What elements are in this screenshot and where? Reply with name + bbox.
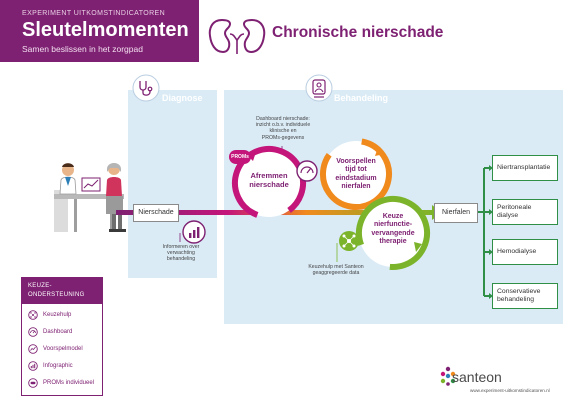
moment-voorspellen-label: Voorspellen tijd tot eindstadium nierfal… [335, 158, 377, 191]
treatment-icon [305, 74, 333, 102]
doctor-patient-illustration [54, 163, 126, 232]
santeon-brand-name: santeon [452, 369, 502, 385]
keuzehulp-icon [339, 231, 359, 251]
voorspelmodel-icon [28, 344, 38, 354]
infographic-icon [28, 361, 38, 371]
moment-keuze-ring [356, 196, 430, 270]
diagram-title: Chronische nierschade [272, 24, 444, 41]
stethoscope-icon [132, 74, 160, 102]
outcome-niertransplantatie: Niertransplantatie [492, 155, 558, 181]
santeon-url: www.experiment-uitkomstindicatoren.nl [470, 388, 550, 393]
legend-item-dashboard: Dashboard [28, 326, 72, 338]
diagnose-panel [128, 90, 217, 278]
moment-keuze-label: Keuze nierfunctie- vervangende therapie [371, 213, 415, 246]
legend-keuzeondersteuning: KEUZE- ONDERSTEUNING Keuzehulp Dashboard… [21, 277, 103, 396]
program-name: EXPERIMENT UITKOMSTINDICATOREN [22, 10, 166, 17]
node-nierfalen: Nierfalen [434, 203, 478, 223]
moment-voorspellen-ring [320, 138, 392, 210]
header-subtitle: Samen beslissen in het zorgpad [22, 44, 143, 54]
note-keuzehulp: Keuzehulp met Santeon geaggregeerde data [308, 264, 364, 277]
moment-afremmen-label: Afremmen nierschade [249, 171, 289, 189]
legend-item-keuzehulp: Keuzehulp [28, 309, 71, 321]
proms-icon [28, 378, 38, 388]
node-nierschade: Nierschade [133, 204, 179, 222]
dashboard-icon [296, 160, 318, 182]
infographic-icon [182, 220, 206, 244]
moment-afremmen-ring [232, 146, 306, 220]
keuzehulp-icon [28, 310, 38, 320]
outcome-hemodialyse: Hemodialyse [492, 239, 558, 265]
legend-item-proms: PROMs individueel [28, 377, 94, 389]
proms-badge: PROMs [229, 150, 251, 164]
legend-item-infographic: Infographic [28, 360, 73, 372]
note-dashboard: Dashboard nierschade: inzicht o.b.v. ind… [255, 116, 311, 141]
note-informeren: Informeren over verwachting behandeling [162, 244, 200, 263]
dashboard-icon [28, 327, 38, 337]
phase-label-diagnose: Diagnose [162, 93, 203, 103]
phase-label-behandeling: Behandeling [334, 93, 389, 103]
kidney-icon [208, 18, 266, 54]
legend-item-voorspelmodel: Voorspelmodel [28, 343, 83, 355]
legend-title: KEUZE- ONDERSTEUNING [22, 278, 102, 304]
header-banner: EXPERIMENT UITKOMSTINDICATOREN Sleutelmo… [0, 0, 199, 62]
header-title: Sleutelmomenten [22, 19, 189, 41]
santeon-logo-icon [440, 366, 456, 386]
